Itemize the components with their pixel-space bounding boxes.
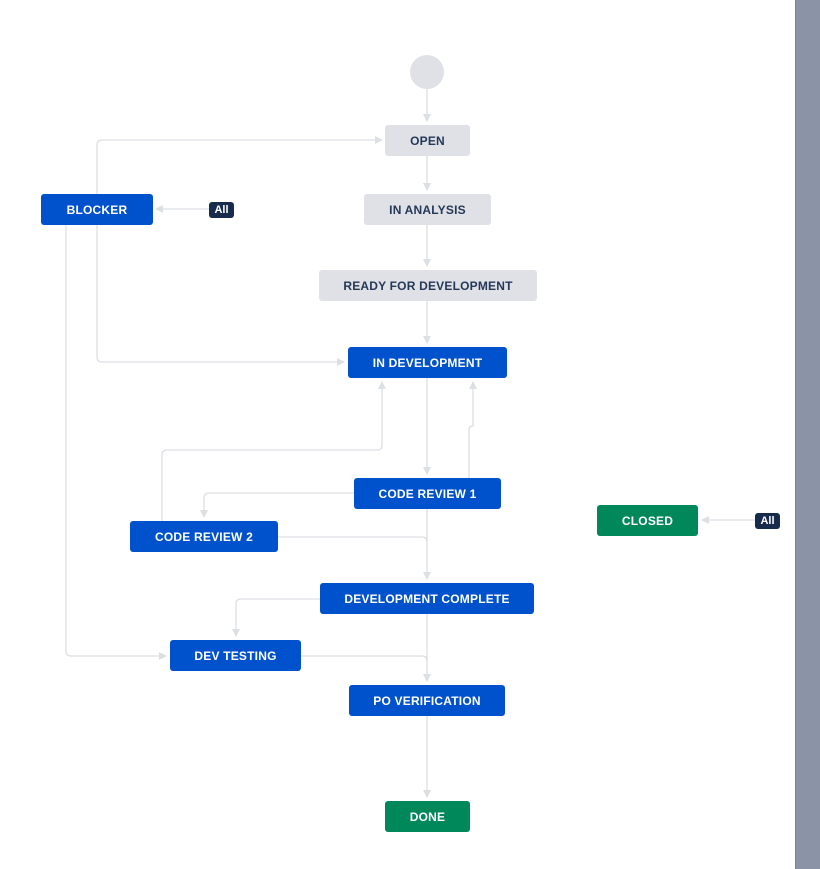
side-panel-edge[interactable] <box>795 0 820 869</box>
transition-blocker-devtesting <box>65 225 167 660</box>
status-code-review-1[interactable]: CODE REVIEW 1 <box>354 478 501 509</box>
status-po-verification[interactable]: PO VERIFICATION <box>349 685 505 716</box>
transition-devtesting-po <box>301 655 428 662</box>
status-closed[interactable]: CLOSED <box>597 505 698 536</box>
transition-devcomplete-devtesting <box>232 598 320 637</box>
transition-cr1-dev <box>468 381 477 478</box>
transition-blocker-dev <box>96 225 345 366</box>
all-badge-closed[interactable]: All <box>755 513 780 529</box>
status-code-review-2[interactable]: CODE REVIEW 2 <box>130 521 278 552</box>
transition-blocker-open <box>96 136 383 194</box>
status-dev-testing[interactable]: DEV TESTING <box>170 640 301 671</box>
status-development-complete[interactable]: DEVELOPMENT COMPLETE <box>320 583 534 614</box>
status-blocker[interactable]: BLOCKER <box>41 194 153 225</box>
status-ready-for-development[interactable]: READY FOR DEVELOPMENT <box>319 270 537 301</box>
status-open[interactable]: OPEN <box>385 125 470 156</box>
transition-cr1-cr2 <box>200 492 354 518</box>
transition-cr2-dev <box>161 381 386 521</box>
status-done[interactable]: DONE <box>385 801 470 832</box>
transition-cr2-devcomplete <box>278 536 428 543</box>
status-in-analysis[interactable]: IN ANALYSIS <box>364 194 491 225</box>
status-in-development[interactable]: IN DEVELOPMENT <box>348 347 507 378</box>
all-badge-blocker[interactable]: All <box>209 202 234 218</box>
workflow-start-node <box>410 55 444 89</box>
